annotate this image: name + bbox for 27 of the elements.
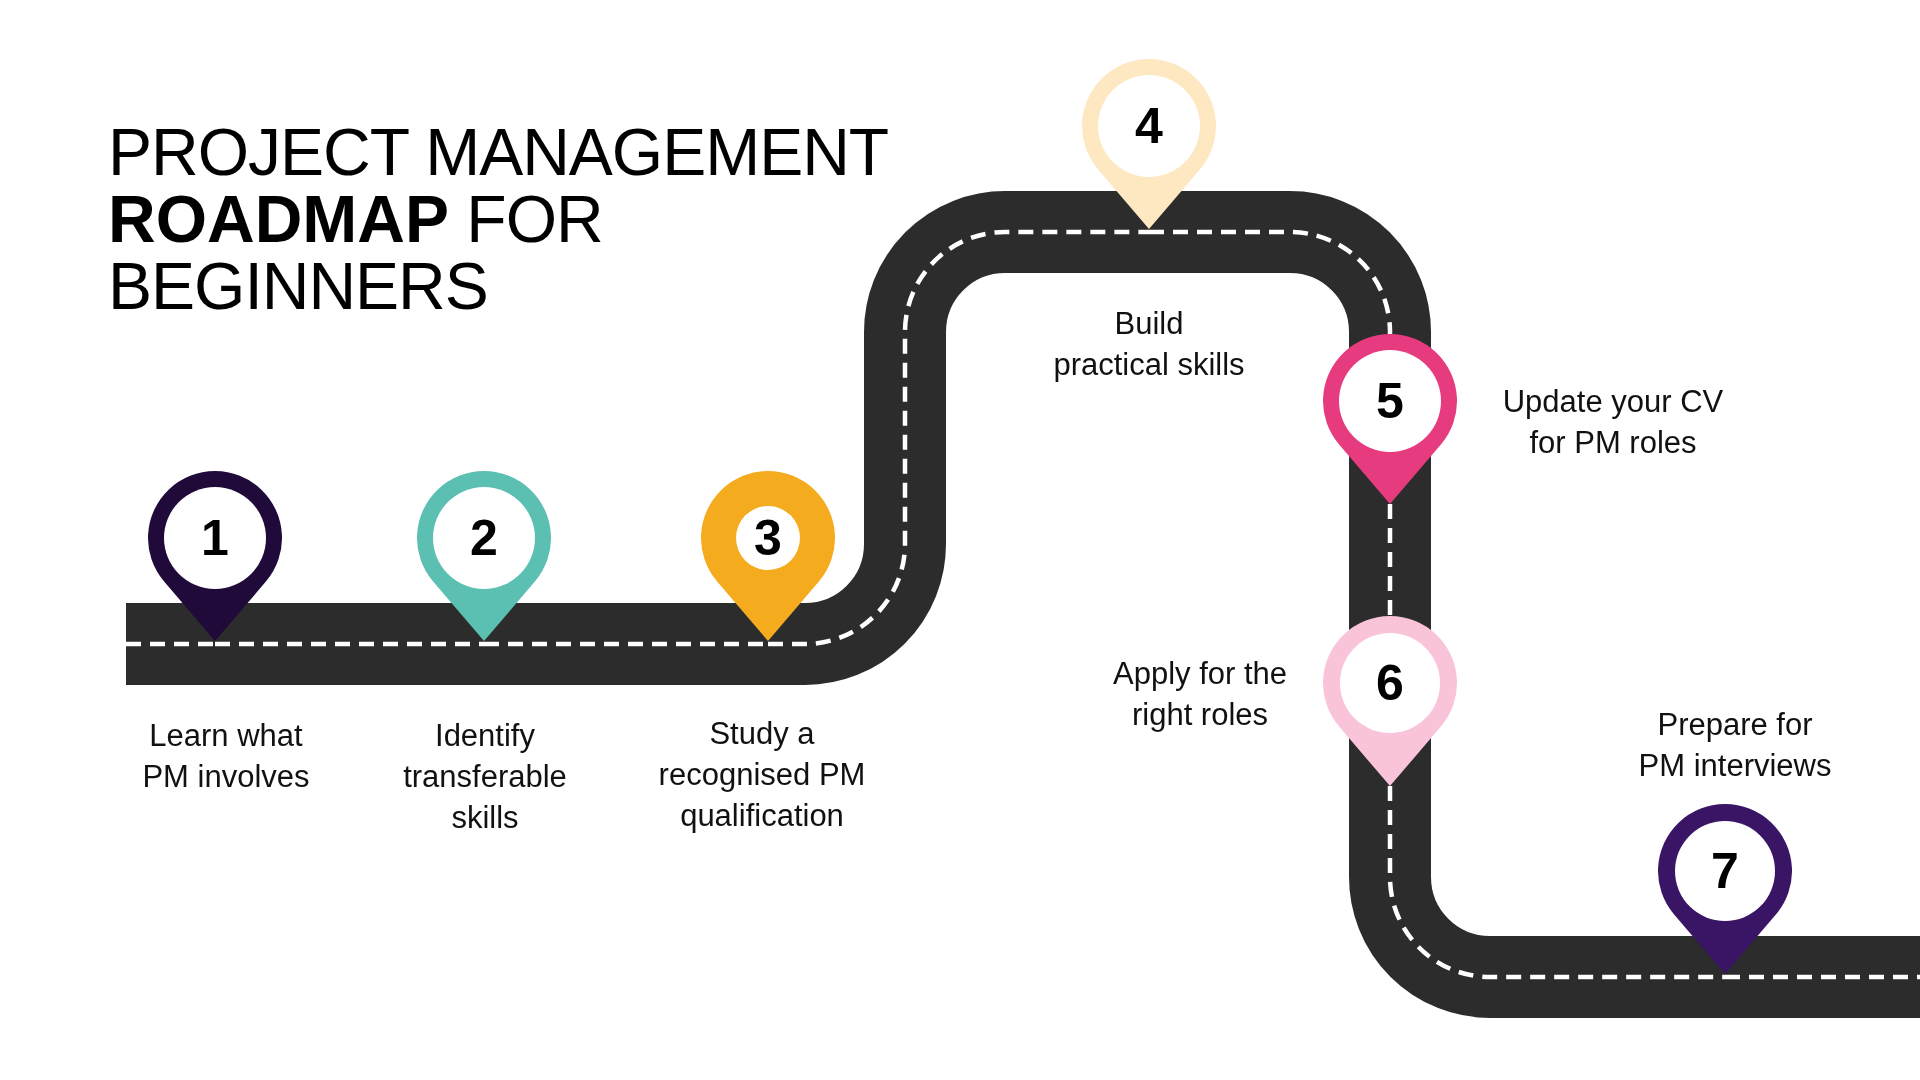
dashed-line [768,229,1149,647]
location-pin [417,471,551,641]
step-number: 4 [1135,101,1163,151]
step-number: 7 [1711,846,1739,896]
step-number: 2 [470,513,498,563]
location-pin [1082,59,1216,229]
step-caption: Update your CV for PM roles [1502,383,1724,462]
location-pin [1323,334,1457,504]
step-caption: Build practical skills [1053,305,1245,384]
location-pin [148,471,282,641]
step-number: 1 [201,513,229,563]
step-number: 6 [1376,658,1404,708]
title: PROJECT MANAGEMENT ROADMAP FOR BEGINNERS [108,119,889,320]
step-caption: Learn what PM involves [142,717,310,796]
step-caption: Study a recognised PM qualification [658,715,866,835]
dashed-line [1387,786,1725,980]
step-caption: Prepare for PM interviews [1638,706,1832,785]
location-pin [1323,616,1457,786]
step-number: 5 [1376,376,1404,426]
step-caption: Identify transferable skills [403,717,567,837]
step-number: 3 [754,513,782,563]
dashed-line [215,641,484,647]
dashed-line [1149,229,1393,335]
dashed-line [1387,504,1393,616]
location-pin [701,471,835,641]
step-caption: Apply for the right roles [1113,655,1287,734]
location-pin [1658,804,1792,974]
